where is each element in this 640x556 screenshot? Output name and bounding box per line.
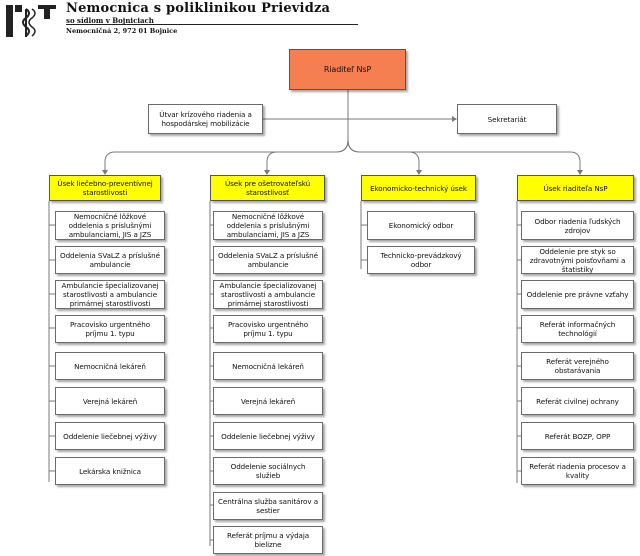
section-item: Oddelenie liečebnej výživy — [55, 422, 165, 450]
section-item: Referát BOZP, OPP — [521, 422, 634, 450]
section-item: Nemocničné lôžkové oddelenia s príslušný… — [55, 211, 165, 240]
section-header-medical-preventive: Úsek liečebno-preventívnej starostlivost… — [49, 175, 161, 201]
section-item: Referát civilnej ochrany — [521, 387, 634, 415]
section-item: Nemocničná lekáreň — [55, 352, 165, 380]
hospital-logo — [4, 3, 62, 39]
section-item: Oddelenie sociálnych služieb — [213, 457, 323, 485]
section-header-nursing: Úsek pre ošetrovateľskú starostlivosť — [210, 175, 325, 201]
section-item: Oddelenia SVaLZ a príslušné ambulancie — [213, 246, 323, 274]
section-item: Oddelenie pre právne vzťahy — [521, 280, 634, 309]
secretariat-box: Sekretariát — [457, 104, 557, 134]
section-item: Verejná lekáreň — [55, 387, 165, 415]
section-item: Ambulancie špecializovanej starostlivost… — [213, 280, 323, 309]
section-item: Odbor riadenia ľudských zdrojov — [521, 211, 634, 240]
section-item: Nemocničné lôžkové oddelenia s príslušný… — [213, 211, 323, 240]
section-item: Referát informačných technológií — [521, 315, 634, 343]
section-header-economic-technical: Ekonomicko-technický úsek — [361, 175, 476, 201]
section-header-director-office: Úsek riaditeľa NsP — [517, 175, 634, 201]
section-item: Verejná lekáreň — [213, 387, 323, 415]
section-item: Pracovisko urgentného príjmu 1. typu — [213, 315, 323, 343]
section-item: Pracovisko urgentného príjmu 1. typu — [55, 315, 165, 343]
hospital-address: Nemocničná 2, 972 01 Bojnice — [66, 27, 178, 35]
section-item: Referát verejného obstarávania — [521, 352, 634, 380]
section-item: Technicko-prevádzkový odbor — [367, 246, 475, 274]
section-item: Lekárska knižnica — [55, 457, 165, 485]
director-box: Riaditeľ NsP — [289, 49, 406, 90]
section-item: Oddelenie liečebnej výživy — [213, 422, 323, 450]
section-item: Nemocničná lekáreň — [213, 352, 323, 380]
header-rule — [66, 24, 358, 25]
section-item: Oddelenia SVaLZ a príslušné ambulancie — [55, 246, 165, 274]
crisis-unit-box: Útvar krízového riadenia a hospodárskej … — [148, 104, 263, 134]
section-item: Ekonomický odbor — [367, 211, 475, 240]
section-item: Ambulancie špecializovanej starostlivost… — [55, 280, 165, 309]
hospital-name: Nemocnica s poliklinikou Prievidza — [66, 1, 331, 16]
section-item: Oddelenie pre styk so zdravotnými poisťo… — [521, 246, 634, 274]
hospital-subtitle: so sídlom v Bojniciach — [66, 16, 154, 25]
section-item: Referát riadenia procesov a kvality — [521, 457, 634, 485]
section-item: Centrálna služba sanitárov a sestier — [213, 492, 323, 520]
section-item: Referát príjmu a výdaja bielizne — [213, 526, 323, 554]
